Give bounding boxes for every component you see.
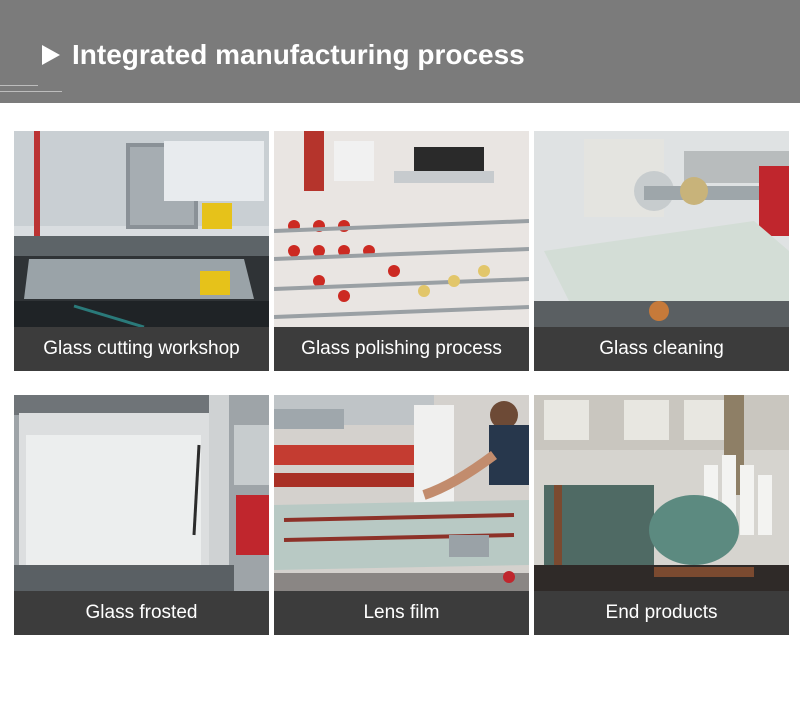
header-divider-short [0, 85, 38, 86]
header-divider-long [0, 91, 62, 92]
tile-caption: Lens film [363, 602, 440, 623]
caption-bar: End products [534, 591, 789, 635]
glass-cutting-photo [14, 131, 269, 327]
caption-bar: Glass polishing process [274, 327, 529, 371]
caption-bar: Glass frosted [14, 591, 269, 635]
process-tile-lens-film: Lens film [274, 395, 529, 635]
tile-caption: End products [605, 602, 718, 623]
tile-caption: Glass frosted [85, 602, 198, 623]
play-triangle-icon [42, 45, 60, 65]
process-tile-glass-cleaning: Glass cleaning [534, 131, 789, 371]
tile-caption: Glass cutting workshop [43, 338, 240, 359]
glass-frosted-photo [14, 395, 269, 591]
glass-cleaning-photo [534, 131, 789, 327]
section-title: Integrated manufacturing process [72, 39, 525, 70]
process-tile-glass-frosted: Glass frosted [14, 395, 269, 635]
process-tile-glass-polishing: Glass polishing process [274, 131, 529, 371]
end-products-photo [534, 395, 789, 591]
process-tile-glass-cutting: Glass cutting workshop [14, 131, 269, 371]
glass-polishing-photo [274, 131, 529, 327]
lens-film-photo [274, 395, 529, 591]
caption-bar: Glass cutting workshop [14, 327, 269, 371]
process-tile-end-products: End products [534, 395, 789, 635]
section-header: Integrated manufacturing process [0, 0, 800, 103]
caption-bar: Lens film [274, 591, 529, 635]
caption-bar: Glass cleaning [534, 327, 789, 371]
tile-caption: Glass cleaning [599, 338, 724, 359]
tile-caption: Glass polishing process [301, 338, 502, 359]
